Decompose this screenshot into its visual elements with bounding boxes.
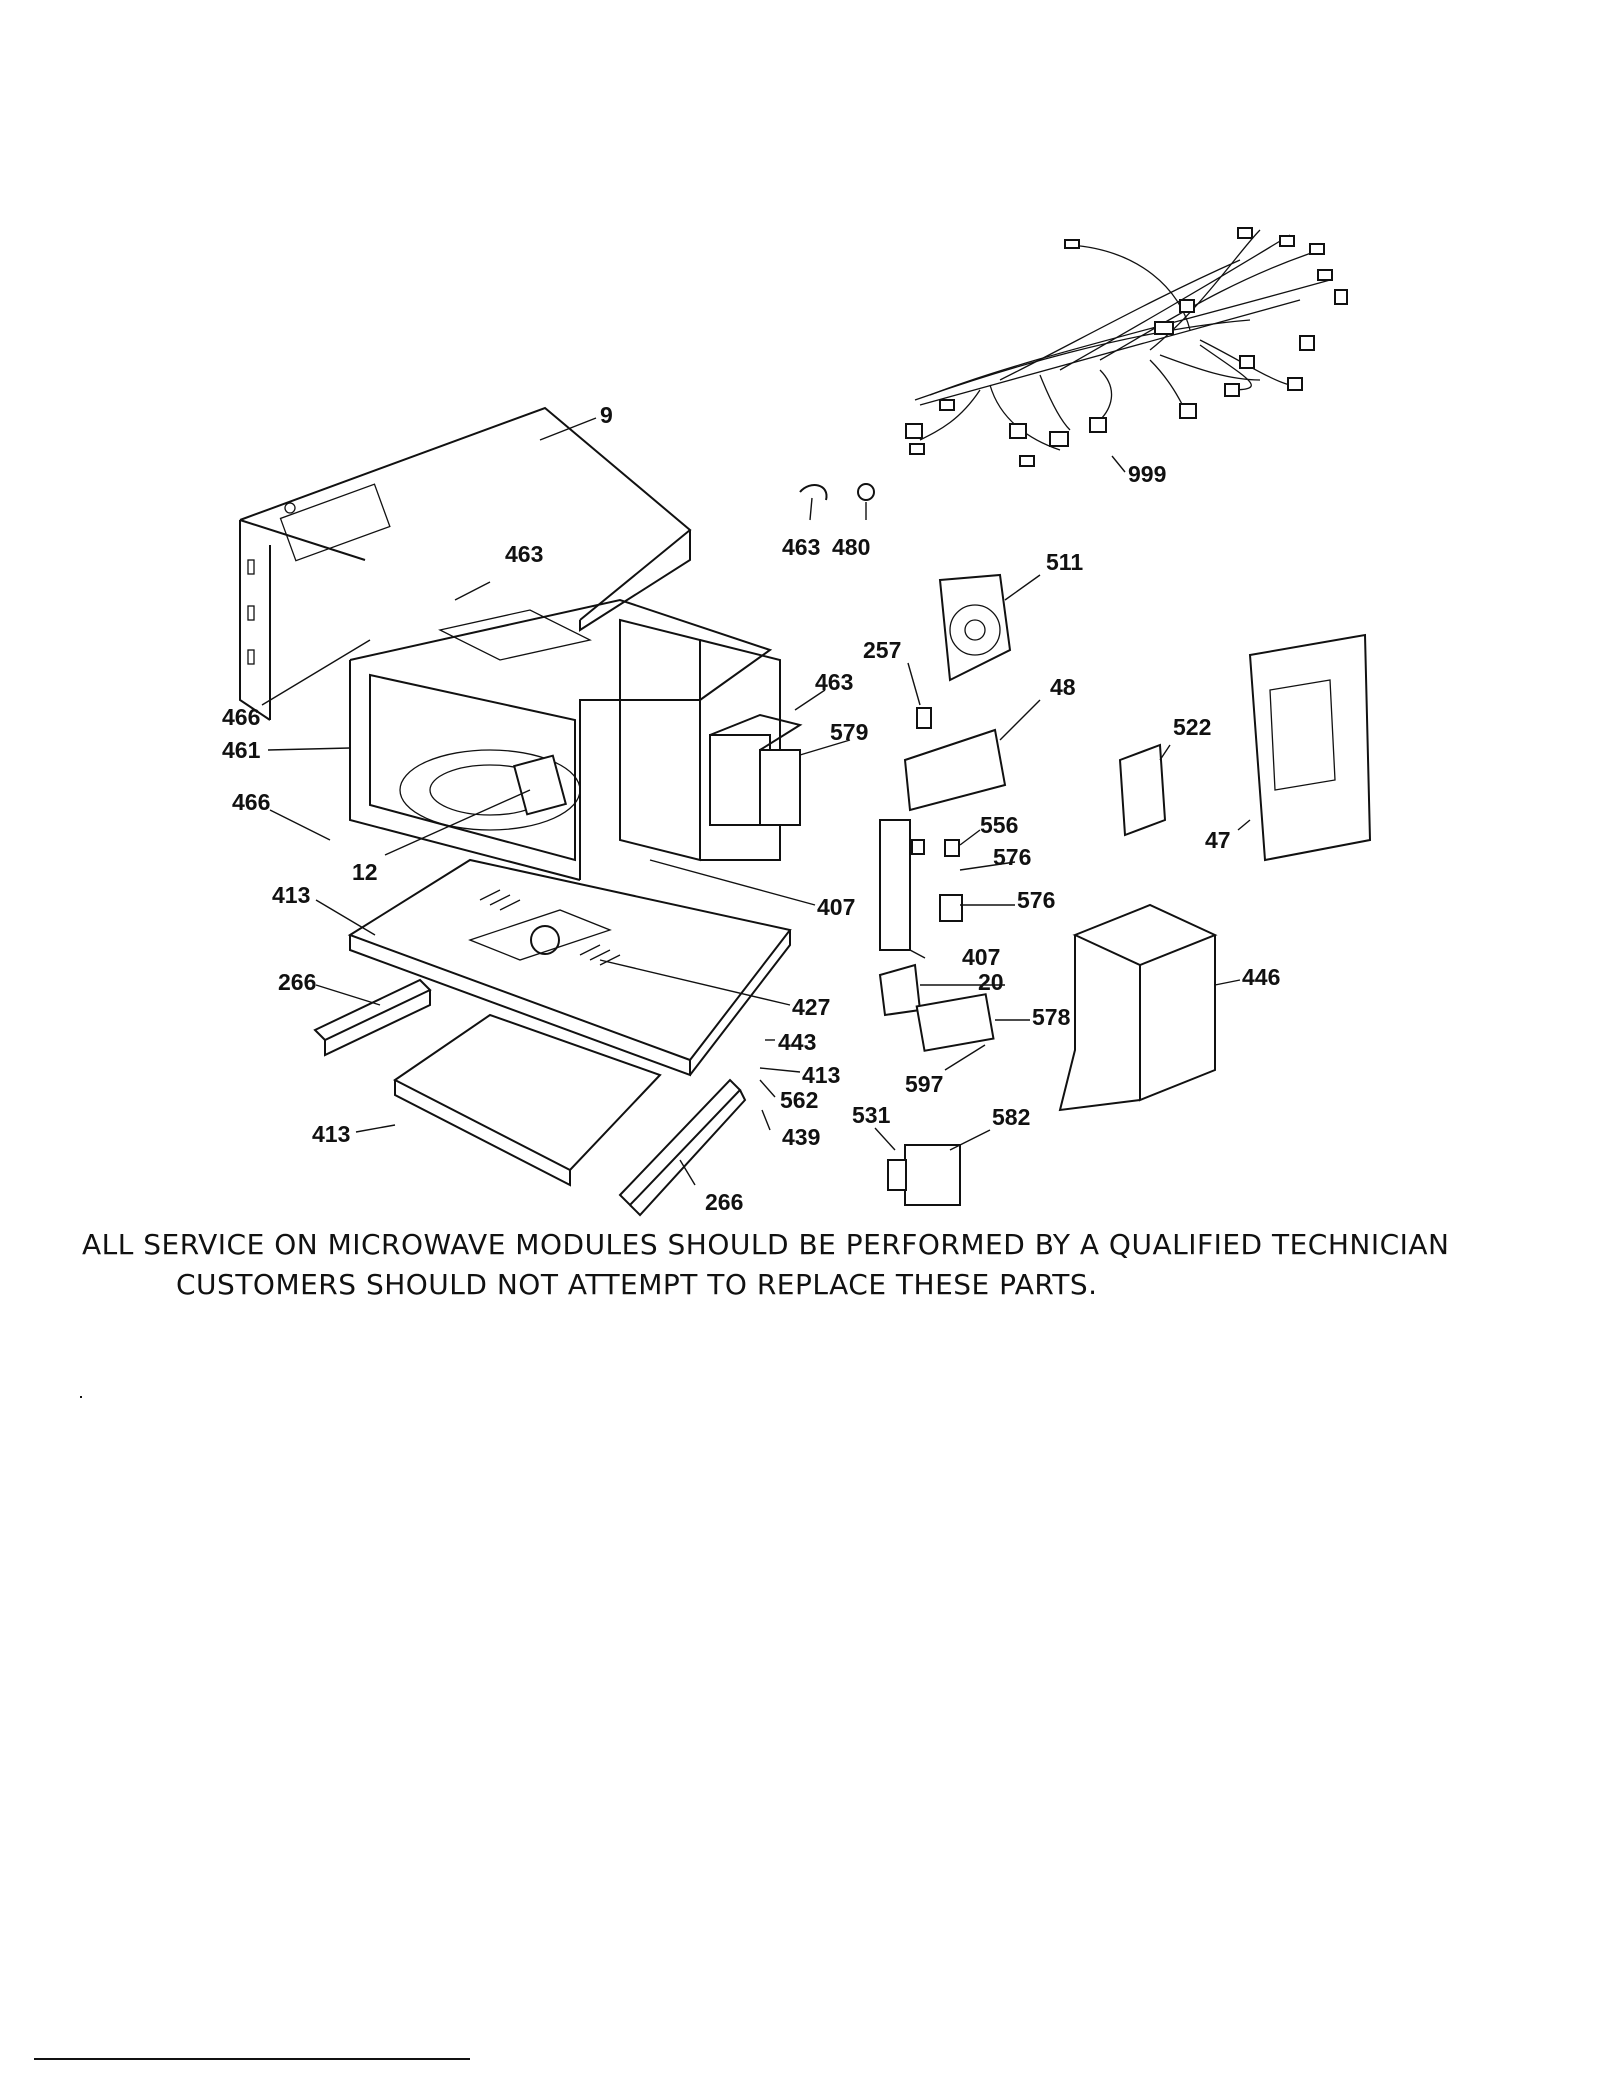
wire-harness xyxy=(905,227,1348,467)
callout-439: 439 xyxy=(782,1124,820,1150)
callout-531: 531 xyxy=(852,1102,891,1128)
callout-579: 579 xyxy=(830,719,868,745)
footer-rule xyxy=(34,2058,470,2060)
callout-427: 427 xyxy=(792,994,830,1020)
switch-bracket xyxy=(879,819,963,951)
stray-mark xyxy=(80,1396,82,1398)
thermostat xyxy=(916,707,932,729)
callout-480: 480 xyxy=(832,534,870,560)
callout-597: 597 xyxy=(905,1071,943,1097)
callout-461: 461 xyxy=(222,737,261,763)
callout-9: 9 xyxy=(600,402,613,428)
rail-right xyxy=(618,1078,747,1217)
service-notice-line-1: ALL SERVICE ON MICROWAVE MODULES SHOULD … xyxy=(82,1228,1450,1261)
capacitor-bracket xyxy=(878,963,922,1017)
callout-12: 12 xyxy=(352,859,378,885)
callout-522: 522 xyxy=(1173,714,1211,740)
callout-443: 443 xyxy=(778,1029,816,1055)
transformer xyxy=(887,1144,961,1206)
callout-576-b: 576 xyxy=(1017,887,1055,913)
callout-413-tray: 413 xyxy=(312,1121,350,1147)
side-plate xyxy=(1248,633,1372,862)
callout-20: 20 xyxy=(978,969,1004,995)
service-notice-line-2: CUSTOMERS SHOULD NOT ATTEMPT TO REPLACE … xyxy=(176,1268,1098,1301)
callout-578: 578 xyxy=(1032,1004,1071,1030)
air-guide xyxy=(903,728,1007,812)
base-plate xyxy=(347,858,792,1077)
callout-48: 48 xyxy=(1050,674,1076,700)
callout-463-clip: 463 xyxy=(782,534,820,560)
callout-582: 582 xyxy=(992,1104,1030,1130)
callout-413-base: 413 xyxy=(272,882,310,908)
clip-463 xyxy=(799,484,828,501)
callout-999: 999 xyxy=(1128,461,1166,487)
bottom-tray xyxy=(393,1013,662,1187)
callout-257: 257 xyxy=(863,637,901,663)
outer-case xyxy=(239,406,692,721)
callout-266-right: 266 xyxy=(705,1189,743,1215)
callout-466-top: 466 xyxy=(222,704,260,730)
callout-562: 562 xyxy=(780,1087,818,1113)
fan-motor xyxy=(938,573,1012,682)
panel-522 xyxy=(1118,743,1167,837)
capacitor xyxy=(915,993,995,1052)
callout-47: 47 xyxy=(1205,827,1231,853)
callout-556: 556 xyxy=(980,812,1018,838)
callout-413-mid: 413 xyxy=(802,1062,840,1088)
leader-lines xyxy=(261,417,1251,1186)
callout-407-cavity: 407 xyxy=(817,894,855,920)
callout-576-a: 576 xyxy=(993,844,1031,870)
knob-480 xyxy=(857,483,875,501)
callout-463-top: 463 xyxy=(505,541,543,567)
magnetron xyxy=(709,713,803,826)
callout-407-bracket: 407 xyxy=(962,944,1000,970)
callout-511: 511 xyxy=(1046,549,1083,575)
callout-labels: 9 999 463 463 480 511 257 463 48 579 522… xyxy=(222,402,1280,1215)
rail-left xyxy=(313,978,432,1057)
callout-463-side: 463 xyxy=(815,669,853,695)
callout-446: 446 xyxy=(1242,964,1280,990)
cabinet xyxy=(1058,903,1218,1112)
callout-466-mid: 466 xyxy=(232,789,270,815)
callout-266-left: 266 xyxy=(278,969,316,995)
